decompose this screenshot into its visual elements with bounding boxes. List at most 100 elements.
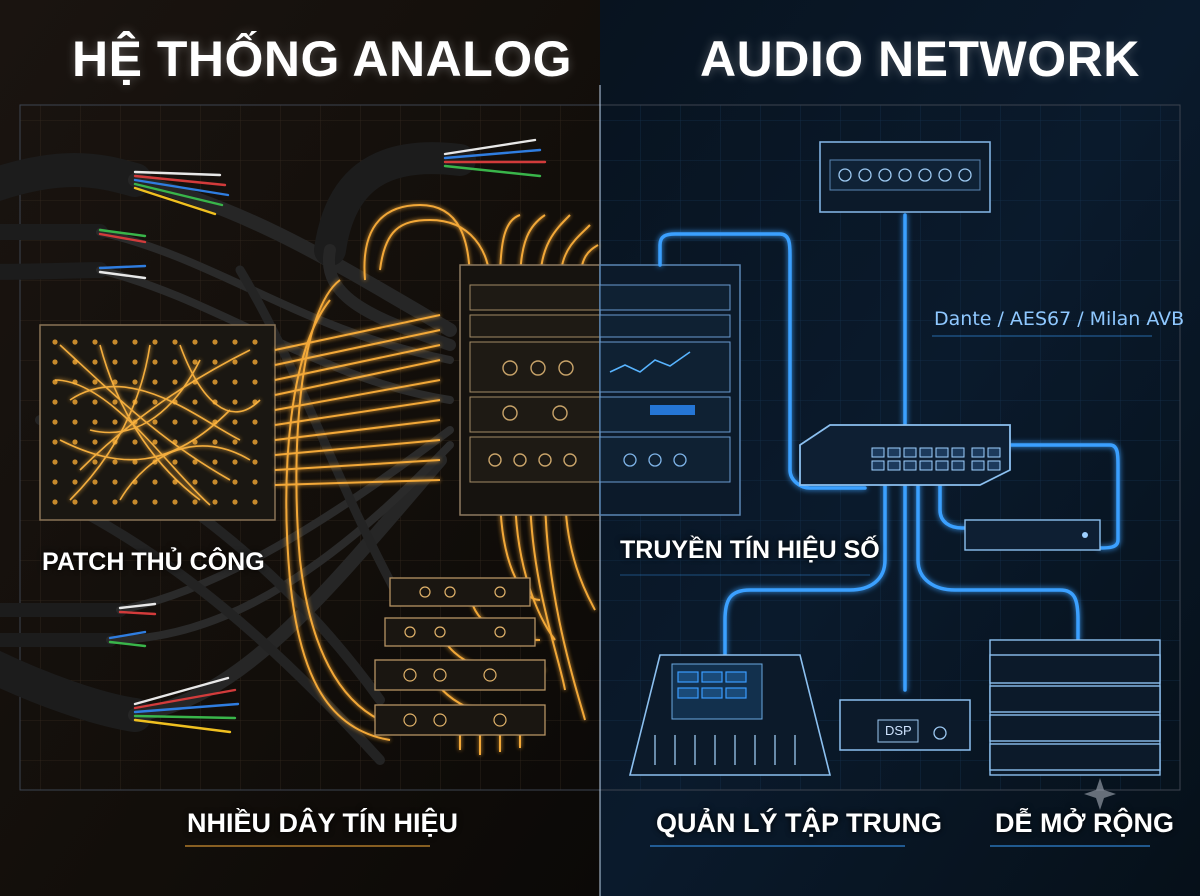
patch-jack bbox=[172, 419, 178, 425]
patch-jack bbox=[72, 479, 78, 485]
patch-jack bbox=[192, 359, 198, 365]
patch-jack bbox=[92, 419, 98, 425]
patch-jack bbox=[112, 499, 118, 505]
left-panel-title: HỆ THỐNG ANALOG bbox=[72, 31, 573, 87]
patch-jack bbox=[92, 499, 98, 505]
patch-jack bbox=[72, 339, 78, 345]
patch-jack bbox=[52, 359, 58, 365]
patch-jack bbox=[72, 419, 78, 425]
patch-jack bbox=[252, 339, 258, 345]
patch-jack bbox=[112, 479, 118, 485]
analog-bottom-label: NHIỀU DÂY TÍN HIỆU bbox=[187, 808, 459, 838]
patch-jack bbox=[152, 419, 158, 425]
network-endpoint-unit bbox=[964, 519, 1101, 551]
stagebox-device bbox=[819, 141, 991, 213]
patch-jack bbox=[112, 399, 118, 405]
patch-label: PATCH THỦ CÔNG bbox=[42, 548, 265, 576]
patch-jack bbox=[72, 499, 78, 505]
network-bottom-label-2: DỄ MỞ RỘNG bbox=[995, 808, 1175, 838]
patch-jack bbox=[92, 339, 98, 345]
digital-rack bbox=[599, 264, 741, 516]
patch-jack bbox=[232, 479, 238, 485]
analog-signal-cables bbox=[274, 203, 599, 755]
dsp-unit bbox=[839, 699, 971, 751]
patch-jack bbox=[52, 399, 58, 405]
patch-jack bbox=[252, 459, 258, 465]
patch-jack bbox=[212, 379, 218, 385]
patch-jack bbox=[212, 339, 218, 345]
patch-jack bbox=[132, 379, 138, 385]
patch-jack bbox=[252, 359, 258, 365]
patch-jack bbox=[92, 439, 98, 445]
patch-jack bbox=[152, 359, 158, 365]
patch-jack bbox=[212, 439, 218, 445]
patch-jack bbox=[92, 399, 98, 405]
patch-jack bbox=[92, 379, 98, 385]
right-panel-title: AUDIO NETWORK bbox=[700, 31, 1140, 87]
digital-mixing-console bbox=[628, 654, 832, 776]
patch-jack bbox=[152, 499, 158, 505]
patch-jack bbox=[232, 499, 238, 505]
patch-jack bbox=[112, 339, 118, 345]
patch-jack bbox=[132, 459, 138, 465]
patch-jack bbox=[192, 419, 198, 425]
patch-jack bbox=[212, 459, 218, 465]
patch-jack bbox=[132, 499, 138, 505]
patch-jack bbox=[52, 499, 58, 505]
patch-jack bbox=[52, 479, 58, 485]
patch-jack bbox=[192, 499, 198, 505]
patch-jack bbox=[172, 339, 178, 345]
patch-jack bbox=[52, 339, 58, 345]
patch-jack bbox=[52, 439, 58, 445]
patch-jack bbox=[152, 379, 158, 385]
analog-rack bbox=[459, 264, 601, 516]
patch-jack bbox=[172, 459, 178, 465]
patch-jack bbox=[112, 379, 118, 385]
patch-jack bbox=[172, 359, 178, 365]
patch-jack bbox=[232, 419, 238, 425]
patch-jack bbox=[212, 499, 218, 505]
patch-jack bbox=[232, 379, 238, 385]
patch-jack bbox=[132, 339, 138, 345]
patch-jack bbox=[252, 379, 258, 385]
patch-jack bbox=[212, 479, 218, 485]
patch-jack bbox=[152, 399, 158, 405]
patch-jack bbox=[92, 479, 98, 485]
digital-transmission-label: TRUYỀN TÍN HIỆU SỐ bbox=[620, 536, 880, 564]
network-cables bbox=[658, 213, 1120, 692]
patch-jack bbox=[212, 359, 218, 365]
dsp-label: DSP bbox=[885, 723, 912, 738]
patch-jack bbox=[152, 479, 158, 485]
patch-jack bbox=[52, 419, 58, 425]
patch-jack bbox=[112, 459, 118, 465]
patch-jack bbox=[132, 439, 138, 445]
wire-fans bbox=[98, 138, 547, 734]
analog-multicore-cables bbox=[0, 142, 476, 765]
patch-jack bbox=[52, 459, 58, 465]
patch-jack bbox=[252, 479, 258, 485]
patch-jack bbox=[192, 339, 198, 345]
patch-jack bbox=[132, 359, 138, 365]
patch-bay bbox=[39, 324, 276, 521]
patch-jack bbox=[92, 459, 98, 465]
patch-jack bbox=[72, 439, 78, 445]
patch-jack bbox=[232, 439, 238, 445]
patch-jack bbox=[192, 459, 198, 465]
patch-jack bbox=[192, 399, 198, 405]
patch-jack bbox=[72, 399, 78, 405]
patch-jack bbox=[232, 399, 238, 405]
network-switch bbox=[799, 424, 1011, 486]
patch-jack bbox=[252, 499, 258, 505]
patch-jack bbox=[152, 439, 158, 445]
sparkle-icon bbox=[1084, 778, 1116, 810]
patch-jack bbox=[152, 339, 158, 345]
network-bottom-label-1: QUẢN LÝ TẬP TRUNG bbox=[656, 808, 943, 838]
patch-jack bbox=[232, 359, 238, 365]
patch-jack bbox=[92, 359, 98, 365]
protocols-label: Dante / AES67 / Milan AVB bbox=[934, 308, 1185, 330]
patch-jack bbox=[112, 359, 118, 365]
patch-jack bbox=[232, 339, 238, 345]
patch-jack bbox=[112, 419, 118, 425]
patch-jack bbox=[172, 499, 178, 505]
